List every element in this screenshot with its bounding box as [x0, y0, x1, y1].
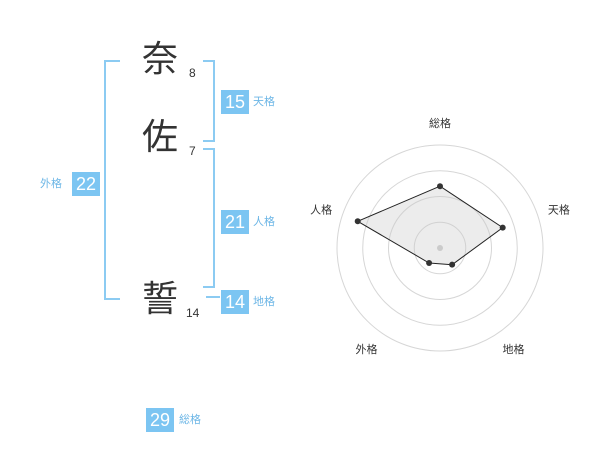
radar-axis-label-5: 人格 [310, 202, 332, 216]
radar-point-3 [449, 261, 456, 268]
chikaku-connector [206, 296, 220, 298]
name-char-1: 奈 [142, 39, 179, 80]
radar-axis-label-3: 地格 [502, 342, 524, 356]
radar-point-2 [499, 224, 506, 231]
radar-ring-1 [413, 221, 467, 275]
chikaku-label: 地格 [253, 295, 275, 308]
stroke-count-1: 8 [189, 66, 196, 80]
radar-center-dot [437, 245, 443, 251]
radar-axis-label-1: 総格 [429, 116, 451, 130]
gaikaku-label: 外格 [40, 177, 62, 190]
stroke-count-2: 7 [189, 144, 196, 158]
chikaku-value-badge: 14 [221, 290, 249, 314]
soukaku-label: 総格 [179, 413, 201, 426]
radar-axis-label-4: 外格 [356, 342, 378, 356]
radar-point-4 [426, 259, 433, 266]
gaikaku-value-badge: 22 [72, 172, 100, 196]
radar-point-5 [354, 218, 361, 225]
tenkaku-value-badge: 15 [221, 90, 249, 114]
soukaku-value-badge: 29 [146, 408, 174, 432]
jinkaku-value-badge: 21 [221, 210, 249, 234]
radar-point-1 [437, 183, 443, 190]
gaikaku-bracket [104, 60, 120, 300]
radar-ring-4 [336, 144, 544, 352]
tenkaku-bracket [203, 60, 215, 142]
stroke-count-3: 14 [186, 306, 200, 320]
radar-ring-2 [388, 196, 492, 300]
name-char-3: 誓 [142, 279, 179, 320]
radar-ring-3 [362, 170, 518, 326]
radar-data-area [356, 185, 504, 266]
radar-axis-label-2: 天格 [548, 202, 570, 216]
tenkaku-label: 天格 [253, 95, 275, 108]
jinkaku-bracket [203, 148, 215, 288]
name-char-2: 佐 [142, 117, 179, 158]
jinkaku-label: 人格 [253, 215, 275, 228]
